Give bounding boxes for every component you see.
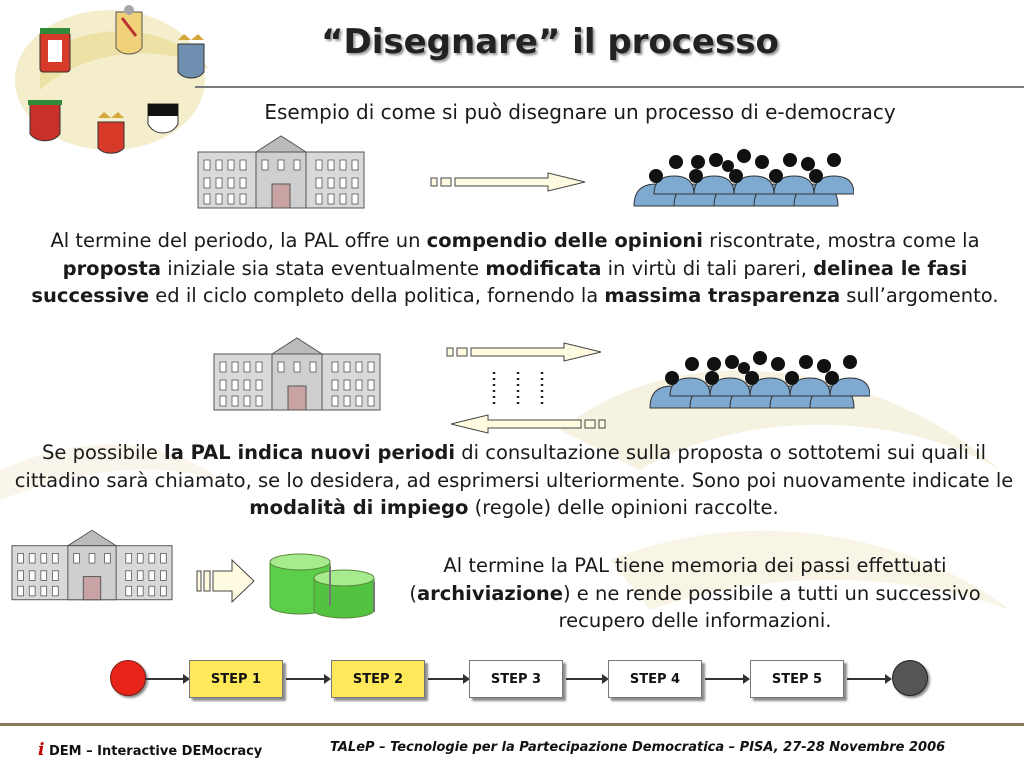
flow-end-node	[892, 660, 928, 696]
paragraph-compendio: Al termine del periodo, la PAL offre un …	[30, 227, 1000, 310]
people-group-icon	[649, 351, 870, 409]
footer-divider	[0, 723, 1024, 726]
paragraph-bold: modificata	[485, 256, 602, 280]
step-4: STEP 4	[608, 660, 702, 698]
building-icon	[197, 135, 365, 209]
paragraph-bold: compendio delle opinioni	[426, 229, 703, 252]
step-3: STEP 3	[469, 660, 563, 698]
idem-logo-i: i	[38, 740, 45, 760]
step-2: STEP 2	[331, 660, 425, 698]
flow-connector-head	[602, 674, 609, 684]
dotted-connector	[492, 372, 544, 408]
paragraph-text: Al termine la PAL tiene memoria dei pass…	[409, 554, 947, 605]
coat-of-arms-icon	[28, 5, 205, 154]
paragraph-bold: proposta	[62, 256, 162, 280]
paragraph-bold: massima trasparenza	[604, 284, 841, 307]
coats-of-arms-logo	[18, 4, 218, 154]
arrow-right-icon	[446, 342, 602, 362]
footer-left: i DEM – Interactive DEMocracy	[38, 740, 262, 760]
paragraph-text: riscontrate, mostra come la	[702, 229, 980, 252]
arrow-left-icon	[450, 414, 606, 434]
paragraph-bold: modalità di impiego	[249, 496, 469, 519]
paragraph-text: in virtù di tali pareri,	[601, 256, 814, 280]
flow-connector-head	[743, 674, 750, 684]
building-icon	[213, 337, 381, 411]
step-5: STEP 5	[750, 660, 844, 698]
flow-connector	[428, 678, 463, 680]
arrow-right-icon	[196, 558, 255, 604]
paragraph-nuovi-periodi: Se possibile la PAL indica nuovi periodi…	[14, 439, 1014, 522]
paragraph-text: (regole) delle opinioni raccolte.	[468, 496, 779, 519]
footer-right: TALeP – Tecnologie per la Partecipazione…	[330, 740, 946, 755]
flow-connector-head	[324, 674, 331, 684]
arrow-right-icon	[430, 172, 586, 192]
database-icon	[269, 553, 375, 619]
paragraph-text: di consultazione sulla proposta o sottot…	[14, 441, 1014, 492]
title-divider	[195, 86, 1024, 88]
flow-connector	[286, 678, 324, 680]
footer-left-text: DEM – Interactive DEMocracy	[49, 744, 263, 759]
paragraph-bold: archiviazione	[416, 581, 563, 605]
paragraph-text: iniziale sia stata eventualmente	[161, 256, 486, 280]
flow-connector-head	[885, 674, 892, 684]
flow-connector	[705, 678, 743, 680]
flow-connector-head	[183, 674, 190, 684]
flow-connector	[145, 678, 183, 680]
paragraph-text: Al termine del periodo, la PAL offre un	[50, 229, 427, 252]
paragraph-text: ed il ciclo completo della politica, for…	[149, 284, 605, 307]
paragraph-text: sull’argomento.	[840, 284, 999, 307]
step-1: STEP 1	[189, 660, 283, 698]
paragraph-bold: la PAL indica nuovi periodi	[164, 441, 456, 464]
paragraph-archiviazione: Al termine la PAL tiene memoria dei pass…	[390, 552, 1000, 635]
flow-start-node	[110, 660, 146, 696]
flow-connector	[847, 678, 885, 680]
flow-connector-head	[463, 674, 470, 684]
building-icon	[11, 529, 173, 601]
page-title: “Disegnare” il processo	[321, 22, 779, 62]
paragraph-bold: delinea le fasi successive	[31, 256, 968, 308]
paragraph-text: Se possibile	[42, 441, 165, 464]
flow-connector	[566, 678, 602, 680]
page-subtitle: Esempio di come si può disegnare un proc…	[264, 100, 896, 124]
paragraph-text: ) e ne rende possibile a tutti un succes…	[558, 581, 981, 633]
people-group-icon	[633, 149, 854, 207]
